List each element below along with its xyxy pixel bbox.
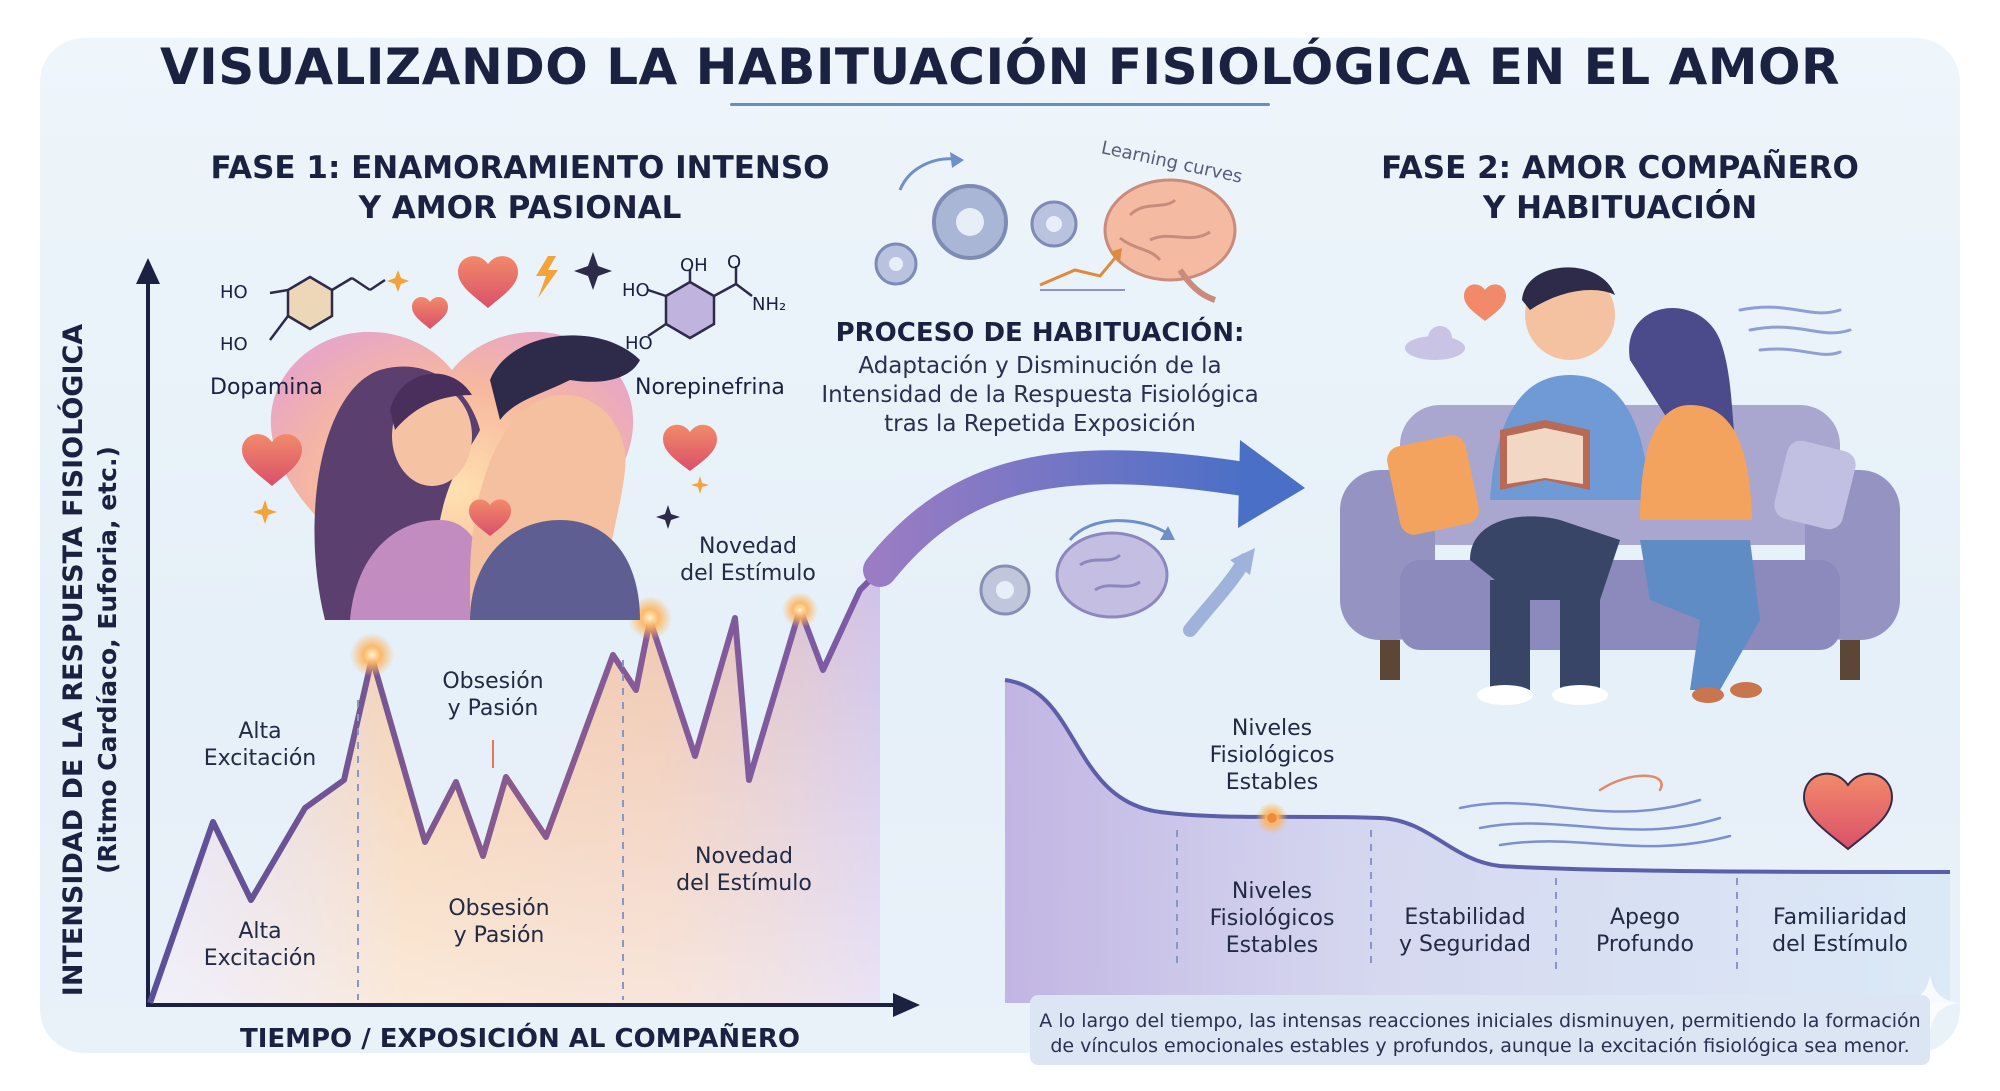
- gears-icon: [874, 152, 1078, 286]
- label-line: Alta: [238, 919, 282, 944]
- couple-heart-illustration: [242, 252, 717, 620]
- norepinephrine-nh2: NH₂: [752, 294, 787, 315]
- label-line: Estables: [1225, 933, 1319, 958]
- label-line: y Seguridad: [1399, 932, 1531, 957]
- label-line: Profundo: [1596, 932, 1694, 957]
- phase2-dividers: [1176, 830, 1738, 970]
- label-line: Excitación: [203, 946, 317, 971]
- heart-icon: [1802, 772, 1894, 851]
- label-line: Estables: [1225, 770, 1319, 795]
- label-line: y Pasión: [453, 923, 545, 948]
- dopamine-ho1: HO: [220, 282, 248, 303]
- phase2-title-line2: Y HABITUACIÓN: [1482, 190, 1758, 226]
- phase1-dividers: [357, 660, 624, 1000]
- norepinephrine-ho1: HO: [622, 280, 650, 301]
- label-line: Estabilidad: [1404, 905, 1526, 930]
- label-alta-excitacion-lower: Alta Excitación: [185, 918, 335, 972]
- summary-line2: de vínculos emocionales estables y profu…: [1050, 1035, 1910, 1057]
- x-axis-label: TIEMPO / EXPOSICIÓN AL COMPAÑERO: [239, 1024, 801, 1054]
- label-line: Apego: [1610, 905, 1680, 930]
- label-line: Obsesión: [448, 896, 550, 921]
- label-line: Niveles: [1231, 716, 1313, 741]
- label-line: Novedad: [695, 844, 793, 869]
- norepinephrine-label: Norepinefrina: [635, 375, 785, 400]
- label-line: del Estímulo: [1772, 932, 1908, 957]
- process-line2: Intensidad de la Respuesta Fisiológica: [821, 382, 1259, 408]
- phase1-response-curve: [147, 554, 892, 1004]
- phase1-title-line2: Y AMOR PASIONAL: [358, 190, 682, 226]
- phase1-title-line1: FASE 1: ENAMORAMIENTO INTENSO: [210, 150, 830, 186]
- process-line3: tras la Repetida Exposición: [884, 411, 1196, 437]
- label-novedad-estimulo-upper: Novedad del Estímulo: [668, 533, 828, 587]
- y-axis-subtitle: (Ritmo Cardíaco, Euforia, etc.): [93, 446, 122, 874]
- summary-box: [1030, 995, 1930, 1065]
- label-niveles-estables-lower: Niveles Fisiológicos Estables: [1192, 878, 1352, 959]
- brain-icon: [1039, 178, 1237, 303]
- label-line: Familiaridad: [1773, 905, 1907, 930]
- dopamine-ho2: HO: [220, 334, 248, 355]
- wind-lines: [1458, 774, 1732, 848]
- label-alta-excitacion-upper: Alta Excitación: [185, 718, 335, 772]
- habituation-arrow: [863, 440, 1305, 587]
- label-line: Fisiológicos: [1209, 906, 1335, 931]
- label-estabilidad-seguridad: Estabilidad y Seguridad: [1385, 904, 1545, 958]
- phase2-title-line1: FASE 2: AMOR COMPAÑERO: [1381, 150, 1859, 186]
- process-line1: Adaptación y Disminución de la: [858, 353, 1222, 379]
- label-line: Niveles: [1231, 879, 1313, 904]
- phase2-response-curve: [1004, 678, 1951, 1003]
- brain-gear-icon: [979, 519, 1255, 637]
- dopamine-label: Dopamina: [210, 375, 323, 400]
- norepinephrine-o: O: [727, 252, 742, 273]
- label-familiaridad-estimulo: Familiaridad del Estímulo: [1745, 904, 1935, 958]
- label-line: Novedad: [699, 534, 797, 559]
- dopamine-molecule: [269, 275, 386, 341]
- process-title: PROCESO DE HABITUACIÓN:: [835, 318, 1245, 348]
- norepinephrine-oh: OH: [680, 255, 708, 276]
- label-line: Excitación: [203, 746, 317, 771]
- phase2-title: FASE 2: AMOR COMPAÑERO Y HABITUACIÓN: [1300, 148, 1940, 228]
- label-novedad-estimulo-lower: Novedad del Estímulo: [664, 843, 824, 897]
- label-line: del Estímulo: [676, 871, 812, 896]
- summary-text: A lo largo del tiempo, las intensas reac…: [1030, 1009, 1930, 1059]
- label-obsesion-pasion-upper: Obsesión y Pasión: [418, 668, 568, 722]
- y-axis-label: INTENSIDAD DE LA RESPUESTA FISIOLÓGICA (…: [58, 320, 122, 1000]
- label-line: del Estímulo: [680, 561, 816, 586]
- process-description: Adaptación y Disminución de la Intensida…: [790, 352, 1290, 439]
- phase1-title: FASE 1: ENAMORAMIENTO INTENSO Y AMOR PAS…: [190, 148, 850, 228]
- label-line: Alta: [238, 719, 282, 744]
- label-obsesion-pasion-lower: Obsesión y Pasión: [424, 895, 574, 949]
- norepinephrine-molecule: [647, 266, 753, 340]
- sparkle-icon: [1902, 975, 1958, 1031]
- label-line: Fisiológicos: [1209, 743, 1335, 768]
- label-line: Obsesión: [442, 669, 544, 694]
- label-line: y Pasión: [447, 696, 539, 721]
- norepinephrine-ho2: HO: [625, 333, 653, 354]
- y-axis: [136, 258, 160, 1005]
- summary-line1: A lo largo del tiempo, las intensas reac…: [1039, 1010, 1921, 1032]
- x-axis: [146, 993, 920, 1017]
- label-niveles-estables-upper: Niveles Fisiológicos Estables: [1192, 715, 1352, 796]
- page-title: VISUALIZANDO LA HABITUACIÓN FISIOLÓGICA …: [159, 38, 1841, 96]
- couple-sofa-illustration: [1340, 267, 1900, 705]
- title-underline: [730, 103, 1270, 106]
- label-apego-profundo: Apego Profundo: [1570, 904, 1720, 958]
- y-axis-title: INTENSIDAD DE LA RESPUESTA FISIOLÓGICA: [58, 323, 89, 997]
